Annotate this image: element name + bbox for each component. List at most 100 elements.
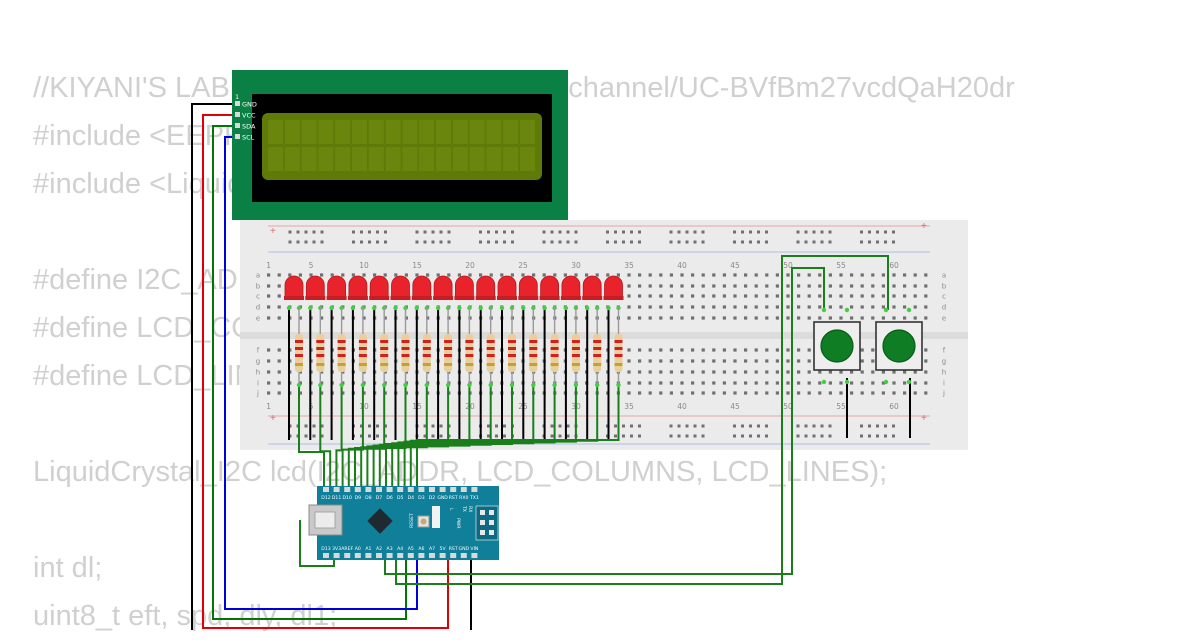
breadboard-hole [892, 284, 896, 288]
breadboard-hole [510, 273, 514, 277]
breadboard-hole [638, 359, 642, 363]
rail-hole [812, 240, 816, 244]
nano-pin [450, 487, 457, 492]
row-letter: g [942, 358, 946, 366]
breadboard-hole [850, 381, 854, 385]
column-number: 45 [730, 261, 740, 270]
breadboard-hole [659, 273, 663, 277]
rail-hole [741, 434, 744, 438]
lcd-char-cell [268, 120, 283, 144]
breadboard-hole [701, 359, 705, 363]
connection-dot [821, 307, 827, 313]
breadboard-hole [404, 273, 408, 277]
breadboard-hole [468, 273, 472, 277]
breadboard-hole [659, 316, 663, 320]
breadboard-hole [638, 381, 642, 385]
breadboard-hole [754, 316, 758, 320]
breadboard-hole [903, 294, 907, 298]
breadboard-hole [807, 316, 811, 320]
rail-hole [415, 230, 419, 234]
breadboard-hole [839, 391, 843, 395]
rail-hole [550, 434, 554, 438]
breadboard-hole [871, 273, 875, 277]
breadboard-hole [786, 294, 790, 298]
breadboard-hole [797, 370, 801, 374]
lcd-char-cell [402, 147, 418, 171]
breadboard-hole [903, 381, 907, 385]
breadboard-hole [574, 273, 578, 277]
rail-hole [415, 240, 419, 244]
rail-hole [606, 230, 609, 234]
resistor-band [486, 354, 495, 357]
breadboard-hole [341, 381, 345, 385]
connection-dot [350, 305, 356, 311]
breadboard-hole [309, 273, 313, 277]
breadboard-hole [627, 391, 631, 395]
resistor [614, 334, 623, 372]
breadboard-hole [754, 294, 758, 298]
breadboard-hole [351, 273, 355, 277]
resistor-band [422, 354, 431, 357]
breadboard-hole [277, 294, 281, 298]
rail-hole [701, 434, 705, 438]
breadboard-hole [860, 381, 864, 385]
breadboard-hole [754, 284, 758, 288]
breadboard-hole [850, 294, 854, 298]
lcd-char-cell [318, 120, 334, 144]
breadboard-hole [744, 273, 748, 277]
resistor-band [571, 340, 580, 343]
breadboard-hole [648, 273, 652, 277]
breadboard-hole [691, 391, 695, 395]
breadboard-hole [659, 391, 663, 395]
icsp-pin [480, 530, 485, 535]
rail-hole [677, 240, 681, 244]
resistor-band [422, 347, 431, 350]
breadboard-hole [775, 391, 779, 395]
connection-dot [296, 382, 302, 388]
nano-pin-label: RST [449, 546, 458, 552]
breadboard-hole [765, 348, 769, 352]
rail-hole [860, 240, 863, 244]
breadboard-hole [701, 294, 705, 298]
breadboard-hole [722, 381, 726, 385]
rail-hole [892, 230, 895, 234]
breadboard-hole [320, 391, 324, 395]
row-letter: c [942, 293, 946, 301]
icsp-pin [489, 510, 494, 515]
rail-hole [820, 230, 824, 234]
resistor-band [508, 340, 516, 343]
rail-hole [550, 424, 554, 428]
rail-hole [638, 424, 641, 428]
breadboard-hole [669, 370, 673, 374]
breadboard-hole [680, 305, 684, 309]
breadboard-hole [267, 284, 271, 288]
breadboard-hole [277, 348, 281, 352]
breadboard-hole [775, 294, 779, 298]
resistor-band [508, 354, 516, 357]
connection-dot [435, 305, 441, 311]
led [369, 275, 389, 299]
breadboard-hole [373, 273, 377, 277]
column-number: 10 [359, 261, 369, 270]
breadboard-hole [828, 305, 832, 309]
nano-pin-label: D4 [408, 495, 415, 501]
resistor-band [337, 363, 346, 366]
resistor-band [401, 340, 410, 343]
rail-hole [423, 424, 427, 428]
breadboard-hole [881, 284, 885, 288]
rail-hole [669, 230, 673, 234]
breadboard-hole [860, 348, 864, 352]
breadboard-hole [680, 316, 684, 320]
breadboard-hole [744, 316, 748, 320]
connection-dot [573, 382, 579, 388]
rail-hole [622, 434, 625, 438]
resistor-band [295, 354, 303, 357]
breadboard-hole [298, 316, 302, 320]
breadboard-hole [797, 381, 801, 385]
resistor-band [337, 354, 346, 357]
breadboard-hole [754, 348, 758, 352]
breadboard-hole [797, 348, 801, 352]
rail-hole [550, 240, 554, 244]
column-number: 25 [518, 261, 528, 270]
rail-hole [487, 230, 490, 234]
